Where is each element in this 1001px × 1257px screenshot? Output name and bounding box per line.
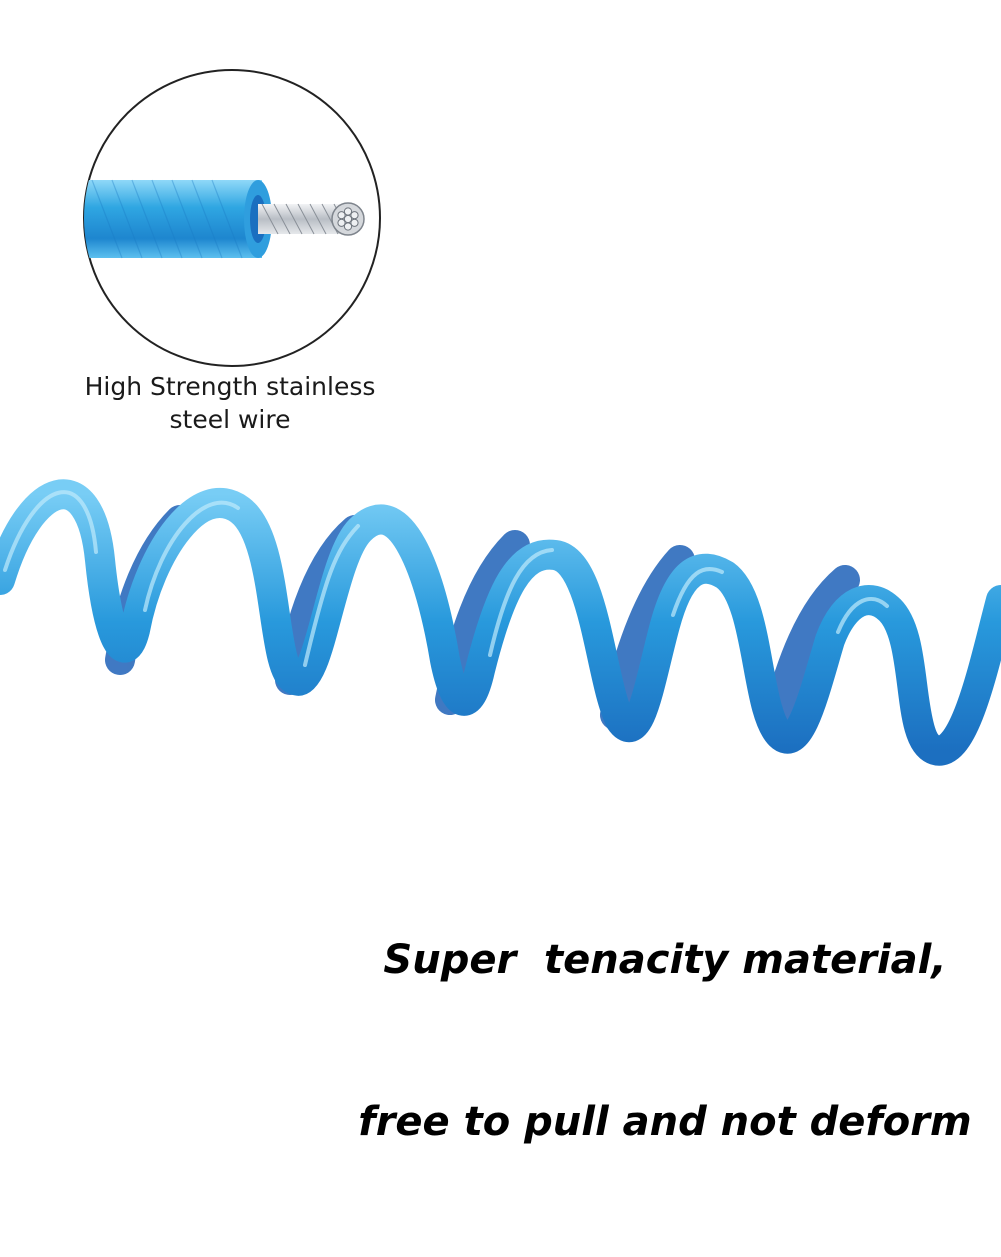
wire-cross-section-inset <box>83 69 381 367</box>
headline: Super tenacity material, free to pull an… <box>340 825 990 1257</box>
product-image: High Strength stainless steel wire Super… <box>0 69 1001 1145</box>
inset-caption-line-2: steel wire <box>169 405 291 434</box>
coiled-wire-illustration <box>0 479 1001 766</box>
headline-line-2: free to pull and not deform <box>358 1099 972 1145</box>
inset-caption: High Strength stainless steel wire <box>60 370 400 436</box>
inset-caption-line-1: High Strength stainless <box>84 372 376 401</box>
headline-line-1: Super tenacity material, <box>383 937 947 983</box>
